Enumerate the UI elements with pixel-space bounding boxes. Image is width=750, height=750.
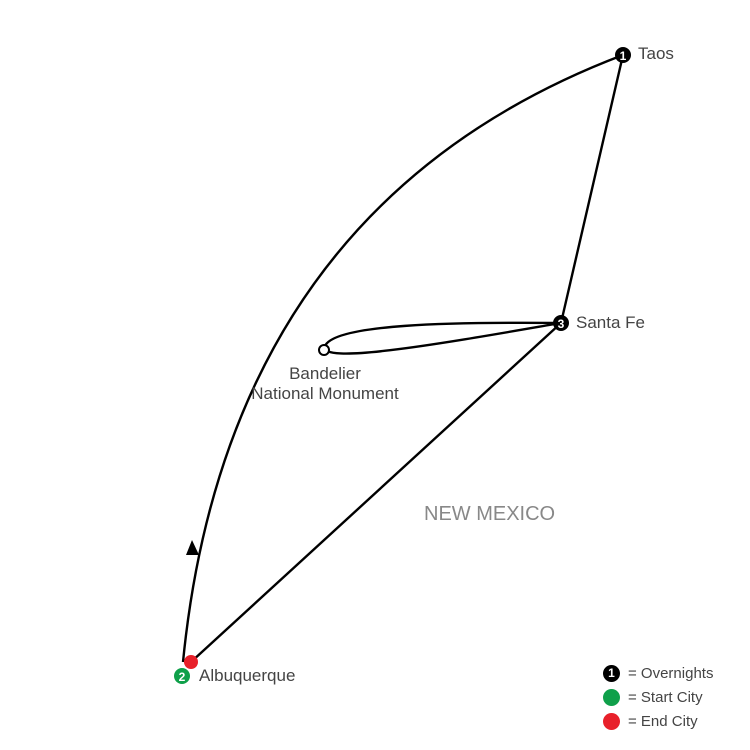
- taos-marker: [615, 47, 631, 63]
- stop-label-bandelier: Bandelier National Monument: [238, 364, 412, 404]
- state-label: NEW MEXICO: [424, 503, 556, 525]
- city-label-albuquerque: Albuquerque: [199, 666, 296, 685]
- route-santa-fe-albuquerque: [190, 322, 562, 663]
- route-taos-santa-fe: [559, 54, 625, 324]
- albuquerque-overnights: 2: [179, 670, 186, 684]
- route-albuquerque-taos: [181, 53, 624, 663]
- santa-fe-overnights: 3: [558, 317, 565, 331]
- legend-start: = Start City: [603, 685, 713, 709]
- santa-fe-marker: [553, 315, 569, 331]
- albuquerque-end-marker: [184, 655, 198, 669]
- bandelier-stop-marker: [318, 344, 330, 356]
- legend-overnights: 1 = Overnights: [603, 661, 713, 685]
- albuquerque-start-marker: [174, 668, 190, 684]
- legend-end-label: = End City: [628, 712, 698, 730]
- taos-overnights: 1: [620, 49, 627, 63]
- legend-end: = End City: [603, 709, 713, 733]
- start-city-icon: [603, 688, 620, 706]
- stop-label-line2: National Monument: [251, 384, 399, 403]
- city-label-santa-fe: Santa Fe: [576, 313, 645, 332]
- end-city-icon: [603, 712, 620, 730]
- city-label-taos: Taos: [638, 44, 674, 63]
- legend-overnights-label: = Overnights: [628, 664, 714, 682]
- route-santa-fe-bandelier-loop: [323, 321, 562, 355]
- direction-arrow-icon: [186, 540, 199, 555]
- legend-start-label: = Start City: [628, 688, 703, 706]
- overnights-icon: 1: [603, 664, 620, 682]
- legend: 1 = Overnights = Start City = End City: [603, 661, 713, 733]
- stop-label-line1: Bandelier: [289, 364, 361, 383]
